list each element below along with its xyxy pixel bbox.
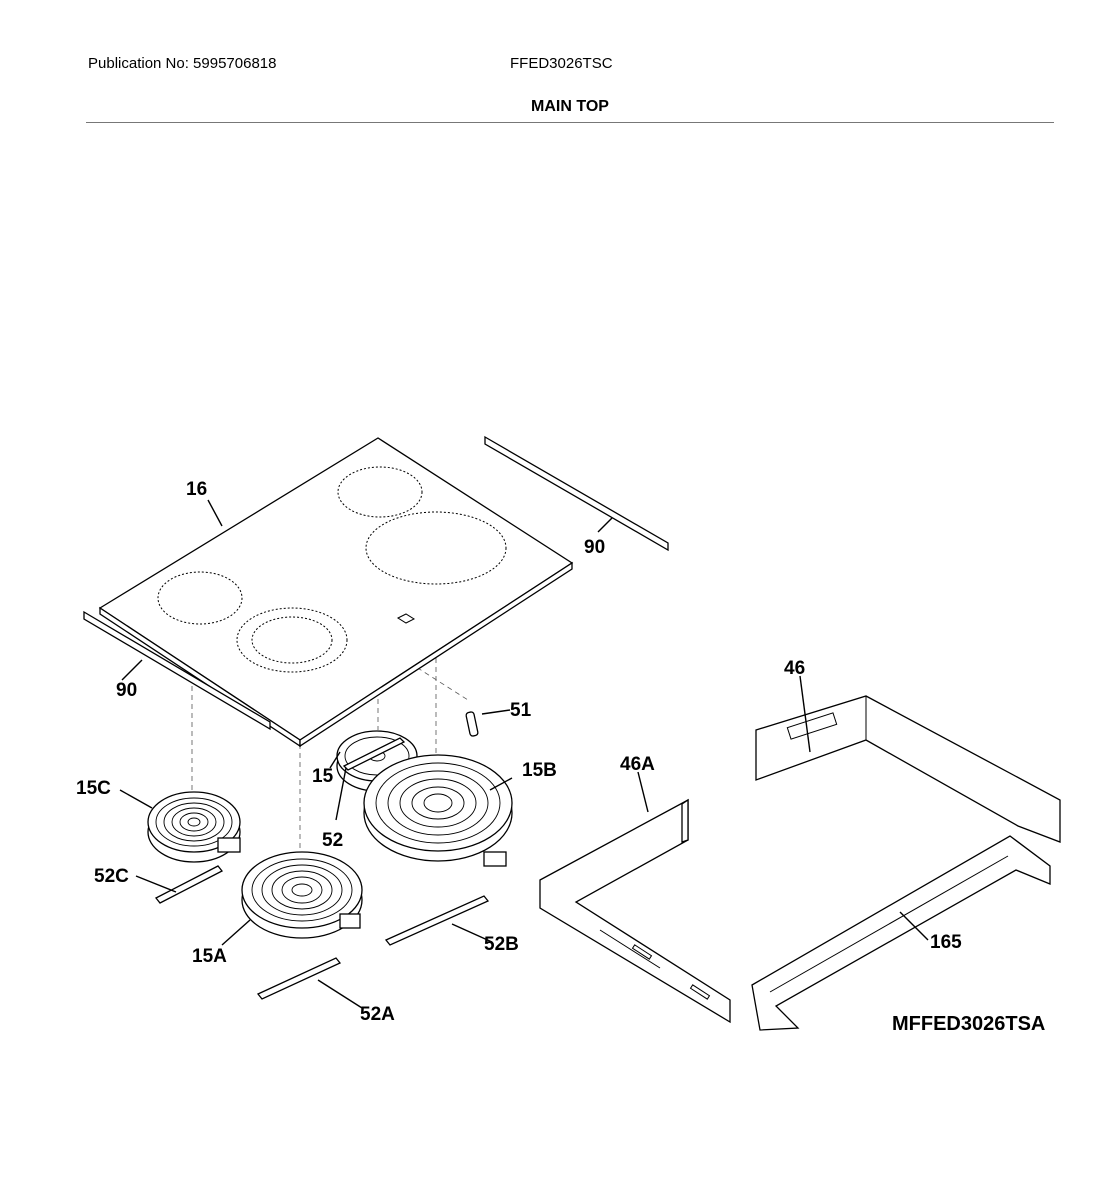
callout-52b: 52B [484,934,519,955]
glass-cooktop-part[interactable] [98,437,574,748]
callout-15: 15 [312,766,334,787]
callout-52a: 52A [360,1004,395,1025]
callout-15a: 15A [192,946,227,967]
element-15b-part[interactable] [363,754,513,867]
callout-46a: 46A [620,754,655,775]
model-number: FFED3026TSC [510,55,613,72]
header-divider [86,122,1054,123]
callout-16: 16 [186,479,207,500]
section-title: MAIN TOP [531,98,609,115]
strap-52b-part[interactable] [384,895,490,946]
element-15c-part[interactable] [147,791,241,863]
callout-90-right: 90 [584,537,605,558]
bracket-46a-part[interactable] [539,798,731,1024]
callout-15b: 15B [522,760,557,781]
callout-15c: 15C [76,778,111,799]
strap-52a-part[interactable] [256,957,342,1000]
leader-lines [119,499,929,1009]
strap-52-part[interactable] [342,737,406,771]
rail-165-part[interactable] [751,835,1051,1031]
sensor-part[interactable] [465,711,479,737]
callout-51: 51 [510,700,532,721]
publication-number: Publication No: 5995706818 [88,55,277,72]
callout-46: 46 [784,658,805,679]
bracket-46-part[interactable] [755,695,1061,843]
trim-strip-right-part[interactable] [484,435,669,552]
strap-52c-part[interactable] [154,865,224,904]
diagram-code: MFFED3026TSA [892,1013,1045,1035]
trim-strip-left-part[interactable] [83,610,271,731]
callout-52c: 52C [94,866,129,887]
callout-52: 52 [322,830,343,851]
callout-165: 165 [930,932,962,953]
callout-90-left: 90 [116,680,137,701]
element-15a-part[interactable] [241,851,363,939]
